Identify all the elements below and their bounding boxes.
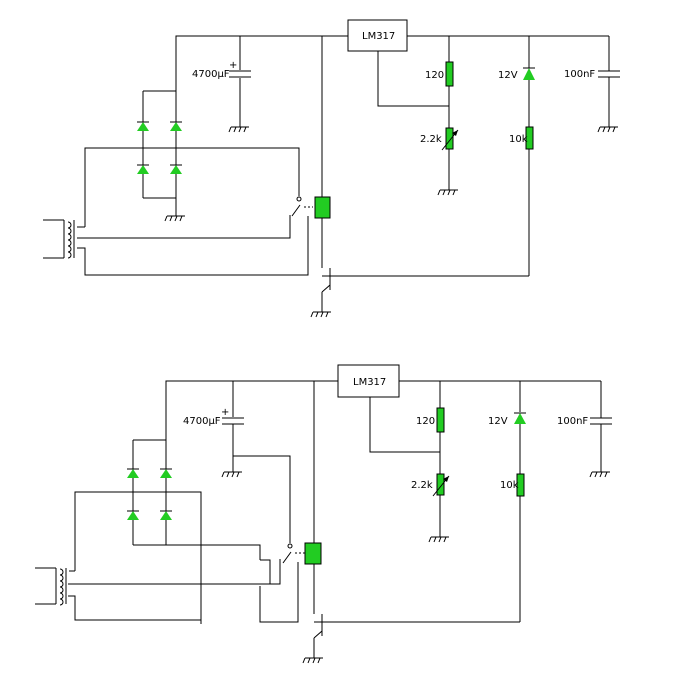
arrow-head-icon xyxy=(452,130,458,136)
zener-label: 12V xyxy=(488,416,508,427)
relay-coil xyxy=(304,542,322,565)
capacitor-plus-sign: + xyxy=(221,407,229,418)
zener-label: 12V xyxy=(498,70,518,81)
switch-contact xyxy=(296,196,302,202)
ground-symbols xyxy=(221,471,610,664)
zener-diode xyxy=(514,413,526,424)
circuit-2: LM317 + 4700µF 120 2.2k 12V 10k 100nF xyxy=(35,364,612,664)
arrow-head-icon xyxy=(443,476,449,482)
relay-coil xyxy=(314,196,331,219)
wiring xyxy=(68,380,602,658)
transformer-icon xyxy=(35,567,75,606)
resistor-bottom-label: 10k xyxy=(500,480,519,491)
resistor-var-label: 2.2k xyxy=(420,134,442,145)
capacitor-main-label: 4700µF xyxy=(192,69,230,80)
ground-symbols xyxy=(164,126,618,318)
variable-resistor xyxy=(445,127,454,150)
variable-resistor xyxy=(436,473,445,496)
resistor-120 xyxy=(445,61,454,87)
resistor-bottom-label: 10k xyxy=(509,134,528,145)
capacitor-main-label: 4700µF xyxy=(183,416,221,427)
bridge-diodes xyxy=(137,121,182,174)
regulator-box xyxy=(347,19,408,52)
regulator-label: LM317 xyxy=(362,31,395,42)
regulator-label: LM317 xyxy=(353,377,386,388)
switch-contact xyxy=(287,543,293,549)
capacitor-out-label: 100nF xyxy=(557,416,588,427)
circuit-1: LM317 + 4700µF 120 2.2k 12V 10k 100nF xyxy=(43,19,620,318)
resistor-top-label: 120 xyxy=(416,416,435,427)
resistor-10k xyxy=(516,473,525,497)
resistor-top-label: 120 xyxy=(425,70,444,81)
regulator-box xyxy=(337,364,400,398)
zener-diode xyxy=(523,68,535,80)
bridge-diodes xyxy=(127,468,172,520)
transformer-icon xyxy=(43,219,85,259)
capacitor-out-label: 100nF xyxy=(564,69,595,80)
capacitor-plus-sign: + xyxy=(229,60,237,71)
resistor-var-label: 2.2k xyxy=(411,480,433,491)
resistor-10k xyxy=(525,126,534,150)
resistor-120 xyxy=(436,407,445,433)
